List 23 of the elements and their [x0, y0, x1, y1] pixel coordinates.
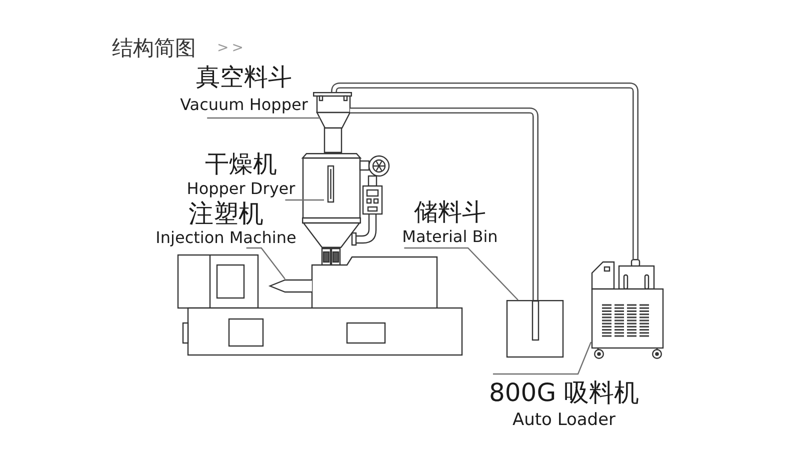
english-name: Material Bin: [402, 226, 498, 248]
pipe: [350, 108, 538, 300]
part-name: 储料斗: [413, 199, 487, 226]
english-name: Injection Machine: [156, 227, 296, 248]
leader-line: [285, 199, 324, 201]
leader-line: [207, 117, 320, 119]
pipe: [331, 82, 638, 259]
auto-loader-drawing: [591, 259, 665, 360]
leader-line: [246, 247, 286, 280]
part-name: 真空料斗: [195, 63, 293, 92]
part-name: 干燥机: [204, 151, 278, 177]
english-name: Auto Loader: [511, 412, 617, 428]
part-name: 800G 吸料机: [488, 377, 640, 409]
material-bin-drawing: [506, 300, 564, 358]
part-name: 注塑机: [188, 200, 264, 227]
leader-line: [404, 247, 518, 300]
double-chevron: >>: [217, 39, 246, 57]
vacuum-hopper-drawing: [313, 92, 352, 153]
injection-machine-drawing: [176, 248, 464, 356]
english-name: Hopper Dryer: [186, 178, 296, 200]
title: 结构简图: [112, 35, 196, 61]
english-name: Vacuum Hopper: [180, 94, 308, 116]
leader-line: [492, 342, 592, 375]
